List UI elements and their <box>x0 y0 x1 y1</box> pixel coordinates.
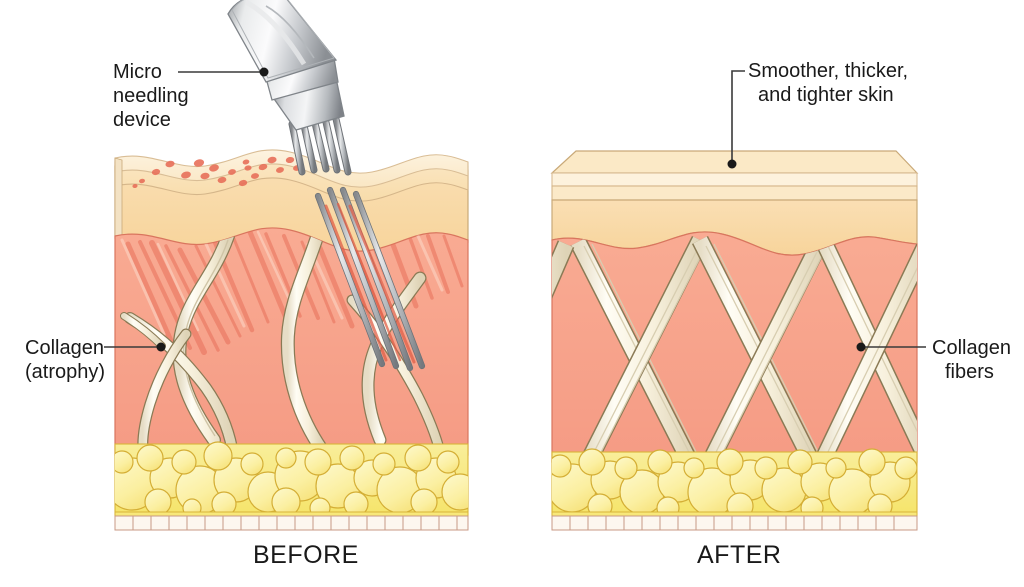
smoother-skin-label-line2: and tighter skin <box>758 84 894 106</box>
after-panel <box>550 150 919 531</box>
collagen-atrophy-label-line2: (atrophy) <box>25 361 105 383</box>
after-muscle-cells <box>551 515 918 531</box>
before-subcutaneous-fat <box>114 441 469 518</box>
before-dermis <box>114 186 469 456</box>
smoother-skin-label-line1: Smoother, thicker, <box>748 60 908 82</box>
after-subcutaneous-fat <box>551 448 918 518</box>
device-highlight-curve <box>265 5 315 59</box>
collagen-atrophy-leader-dot <box>156 342 166 352</box>
inserted-needles-group <box>314 186 426 372</box>
after-fat-cells-group <box>552 448 917 518</box>
label-collagen-fibers: Collagen fibers <box>856 337 1011 383</box>
muscle-cells-group <box>114 515 469 531</box>
collagen-fibers-label-line1: Collagen <box>932 337 1011 359</box>
microneedling-device <box>227 0 352 176</box>
after-stratum-corneum <box>551 172 918 187</box>
collagen-damage-streaks <box>125 229 464 355</box>
after-collagen-fibers-group <box>552 232 917 462</box>
fat-cells-group <box>115 441 468 518</box>
smoother-skin-leader-line <box>731 70 745 161</box>
smoother-skin-leader-dot <box>727 159 737 169</box>
label-smoother-skin: Smoother, thicker, and tighter skin <box>727 60 908 169</box>
before-panel <box>114 149 469 531</box>
after-muscle-layer <box>551 511 918 531</box>
caption-after: AFTER <box>697 541 781 569</box>
device-label-line3: device <box>113 109 171 131</box>
collagen-atrophy-label-line1: Collagen <box>25 337 104 359</box>
caption-before: BEFORE <box>253 541 359 569</box>
epidermis-left-bevel <box>114 157 123 241</box>
label-microneedling-device: Micro needling device <box>113 61 269 131</box>
after-muscle-dividers <box>569 516 895 530</box>
device-specular-highlight <box>244 0 307 66</box>
device-label-line2: needling <box>113 85 189 107</box>
after-dermis-layer <box>551 231 918 463</box>
pore-spots-group <box>132 156 301 189</box>
after-epidermis-mid <box>551 185 918 201</box>
label-collagen-atrophy: Collagen (atrophy) <box>25 337 166 383</box>
collagen-fibers-label-line2: fibers <box>945 361 994 383</box>
device-label-line1: Micro <box>113 61 162 83</box>
device-leader-dot <box>259 67 269 77</box>
device-body-seam <box>231 0 335 79</box>
collagen-fibers-leader-dot <box>856 342 866 352</box>
device-needles-group <box>288 114 352 176</box>
before-muscle-layer <box>114 511 469 531</box>
